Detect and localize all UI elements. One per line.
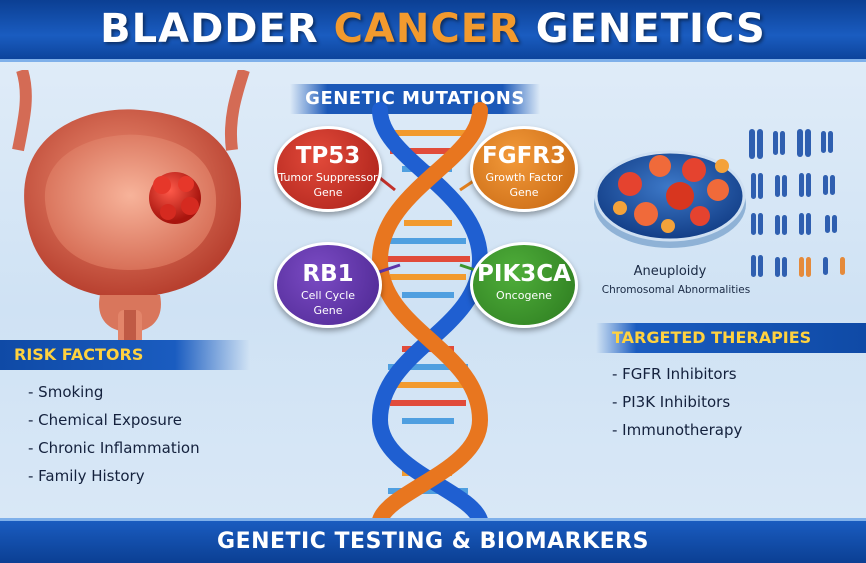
list-item: - FGFR Inhibitors <box>612 365 737 383</box>
gene-name: PIK3CA <box>477 261 571 287</box>
list-item: - Chronic Inflammation <box>28 439 200 457</box>
list-item: - Immunotherapy <box>612 421 743 439</box>
bladder-illustration <box>12 70 250 360</box>
gene-name: FGFR3 <box>481 143 566 169</box>
risk-factors-heading: RISK FACTORS <box>0 340 250 370</box>
genetic-mutations-heading: GENETIC MUTATIONS <box>290 84 540 114</box>
list-item: - Family History <box>28 467 145 485</box>
gene-desc: Growth Factor <box>485 171 563 184</box>
gene-name: RB1 <box>302 261 354 287</box>
gene-desc: Gene <box>313 304 343 317</box>
dna-helix-icon <box>371 102 489 520</box>
gene-desc: Gene <box>313 186 343 199</box>
targeted-therapies-heading: TARGETED THERAPIES <box>596 323 866 353</box>
gene-desc: Oncogene <box>496 289 552 302</box>
gene-desc: Tumor Suppressor <box>278 171 378 184</box>
aneuploidy-title: Aneuploidy <box>633 264 707 279</box>
title-accent: CANCER <box>333 6 521 52</box>
gene-name: TP53 <box>295 143 361 169</box>
gene-desc: Gene <box>509 186 539 199</box>
gene-desc: Cell Cycle <box>300 289 356 302</box>
risk-factors-list: - Smoking - Chemical Exposure - Chronic … <box>28 378 200 490</box>
gene-pik3ca: PIK3CA Oncogene <box>470 242 578 328</box>
gene-rb1: RB1 Cell Cycle Gene <box>274 242 382 328</box>
gene-fgfr3: FGFR3 Growth Factor Gene <box>470 126 578 212</box>
list-item: - Smoking <box>28 383 104 401</box>
gene-tp53: TP53 Tumor Suppressor Gene <box>274 126 382 212</box>
therapies-list: - FGFR Inhibitors - PI3K Inhibitors - Im… <box>612 360 742 444</box>
list-item: - PI3K Inhibitors <box>612 393 731 411</box>
list-item: - Chemical Exposure <box>28 411 182 429</box>
petri-dish-icon <box>594 150 746 248</box>
footer-banner: GENETIC TESTING & BIOMARKERS <box>0 518 866 563</box>
aneuploidy-subtitle: Chromosomal Abnormalities <box>601 284 751 296</box>
chromosomes-icon <box>749 129 845 277</box>
page-title: BLADDER CANCER GENETICS <box>100 6 766 52</box>
header-bar: BLADDER CANCER GENETICS <box>0 0 866 62</box>
